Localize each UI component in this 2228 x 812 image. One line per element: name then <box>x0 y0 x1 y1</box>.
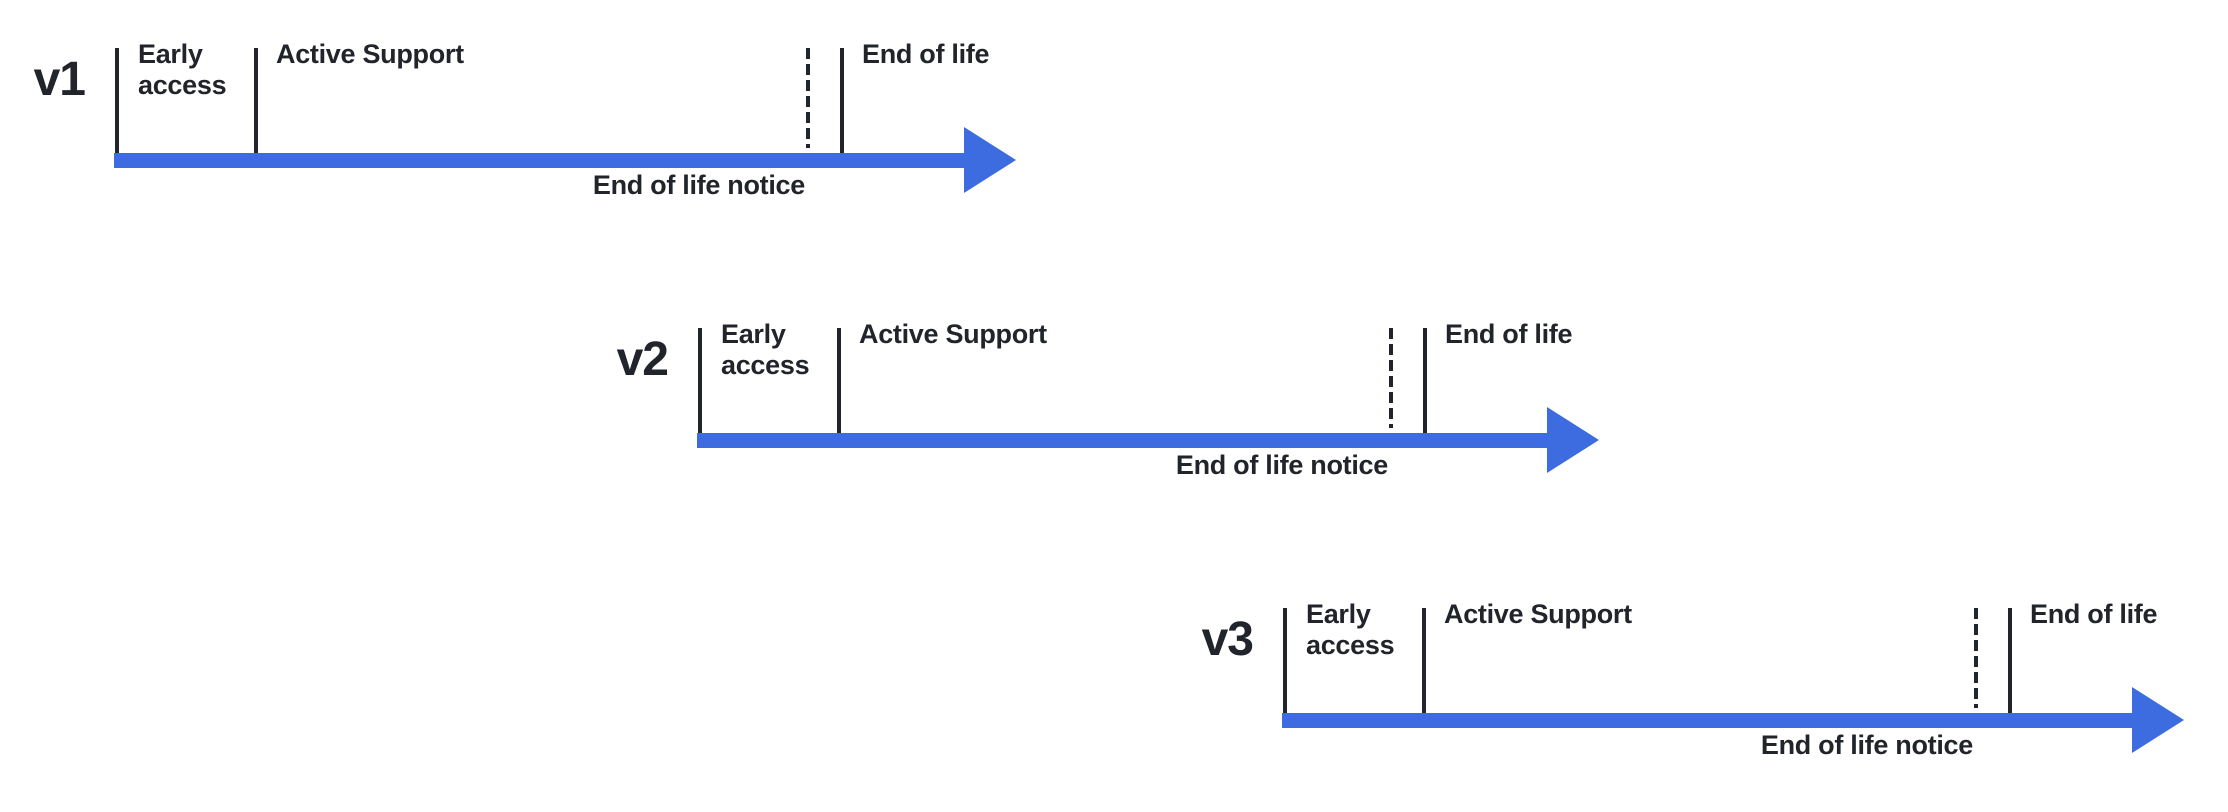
timeline-arrow-bar <box>697 433 1549 448</box>
version-label: v2 <box>616 333 669 386</box>
end-of-life-label: End of life <box>2030 599 2158 629</box>
end-of-life-label: End of life <box>1445 319 1573 349</box>
timeline-arrow-head-icon <box>2132 687 2184 753</box>
eol-notice-dashed-line <box>1389 328 1393 428</box>
end-of-life-tick <box>840 48 844 153</box>
version-label: v1 <box>33 53 86 106</box>
early-access-label: Early access <box>1306 599 1395 660</box>
early-access-label: Early access <box>721 319 810 380</box>
timeline-arrow-bar <box>114 153 966 168</box>
early-access-label: Early access <box>138 39 227 100</box>
timeline-arrow-bar <box>1282 713 2134 728</box>
end-of-life-tick <box>2008 608 2012 713</box>
eol-notice-dashed-line <box>1974 608 1978 708</box>
active-support-start-tick <box>1422 608 1426 713</box>
early-access-start-tick <box>115 48 119 153</box>
end-of-life-notice-label: End of life notice <box>1175 450 1388 480</box>
active-support-start-tick <box>837 328 841 433</box>
timeline-row-v3: v3 Early access Active Support End of li… <box>1168 580 2198 775</box>
active-support-label: Active Support <box>859 319 1047 349</box>
active-support-start-tick <box>254 48 258 153</box>
timeline-row-v2: v2 Early access Active Support End of li… <box>583 300 1613 495</box>
end-of-life-notice-label: End of life notice <box>1760 730 1973 760</box>
early-access-start-tick <box>698 328 702 433</box>
timeline-arrow-head-icon <box>964 127 1016 193</box>
eol-notice-dashed-line <box>806 48 810 148</box>
end-of-life-notice-label: End of life notice <box>592 170 805 200</box>
active-support-label: Active Support <box>1444 599 1632 629</box>
early-access-start-tick <box>1283 608 1287 713</box>
timeline-arrow-head-icon <box>1547 407 1599 473</box>
end-of-life-tick <box>1423 328 1427 433</box>
end-of-life-label: End of life <box>862 39 990 69</box>
timeline-row-v1: v1 Early access Active Support End of li… <box>0 20 1030 215</box>
active-support-label: Active Support <box>276 39 464 69</box>
version-label: v3 <box>1201 613 1254 666</box>
